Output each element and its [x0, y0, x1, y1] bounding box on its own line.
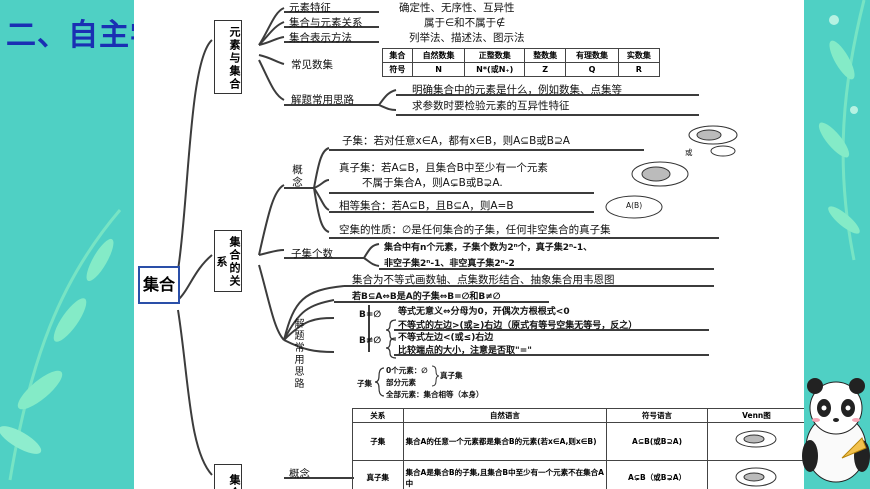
numset-symbol-cell: 符号 — [382, 62, 413, 77]
numset-symbol-cell: R — [617, 62, 661, 77]
numset-header-cell: 整数集 — [524, 48, 567, 63]
number-sets-head: 常见数集 — [291, 59, 333, 71]
subset-cases-brace — [431, 365, 440, 387]
solving-head: 解题常用思路 — [291, 94, 354, 106]
method-line-3a: 等式无意义⇔分母为0，开偶次方根根式<0 — [398, 307, 570, 317]
venn-equal-diagram — [605, 195, 663, 219]
solving-extra: 求参数时要检验元素的互异性特征 — [412, 100, 570, 112]
section-operations-concept: 概念 — [289, 468, 310, 480]
venn-or-label: 或 — [685, 148, 693, 157]
numset-header-cell: 正整数集 — [464, 48, 526, 63]
numset-header-cell: 实数集 — [617, 48, 661, 63]
numset-header-cell: 有理数集 — [565, 48, 619, 63]
venn-equal-label: A(B) — [626, 201, 643, 210]
reltable-header-cell: Venn图 — [706, 408, 804, 423]
root-label: 集合 — [142, 275, 175, 294]
numset-symbol-cell: N*(或N₊) — [464, 62, 526, 77]
reltable-venn-subset — [735, 430, 777, 447]
reltable-rel-cell: 子集 — [352, 422, 404, 461]
leaf-decoration-left — [0, 209, 122, 481]
numset-header-cell: 自然数集 — [411, 48, 466, 63]
representation-body: 列举法、描述法、图示法 — [409, 32, 525, 44]
relation-body: 属于∈和不属于∉ — [424, 17, 506, 29]
reltable-rel-cell: 真子集 — [352, 460, 404, 489]
reltable-nat-cell: 集合A的任意一个元素都是集合B的元素(若x∈A,则x∈B) — [402, 422, 608, 461]
method-line-4b: 比较端点的大小，注意是否取"=" — [398, 346, 532, 356]
section-relations-node: 集合的关系 — [214, 230, 242, 292]
reltable-venn-cell — [706, 460, 804, 489]
method-line-3b: 不等式的左边>(或≥)右边（原式有等号空集无等号，反之） — [398, 321, 638, 331]
equal-set-def: 相等集合：若A⊆B，且B⊆A，则A=B — [339, 200, 514, 212]
mindmap-document: 集合 元素与集合 元素特征 确定性、无序性、互异性 集合与元素关系 属于∈和不属… — [134, 0, 804, 489]
reltable-venn-cell — [706, 422, 804, 461]
method-empty-label: B=∅ — [359, 310, 382, 320]
venn-proper-diagram — [631, 161, 689, 187]
leaf-decoration-right — [818, 0, 866, 261]
reltable-header-cell: 符号语言 — [606, 408, 708, 423]
section-relations-label: 集合的关系 — [215, 236, 241, 288]
solving-body: 明确集合中的元素是什么，例如数集、点集等 — [412, 84, 622, 96]
element-feature-head: 元素特征 — [289, 2, 331, 14]
empty-set-def: 空集的性质：∅是任何集合的子集，任何非空集合的真子集 — [339, 224, 611, 236]
method-head: 解题常用思路 — [292, 318, 303, 390]
number-sets-table: 集合 自然数集 正整数集 整数集 有理数集 实数集 符号 N N*(或N₊) Z… — [382, 48, 661, 77]
element-feature-body: 确定性、无序性、互异性 — [399, 2, 515, 14]
proper-subset-def-1: 真子集：若A⊆B，且集合B中至少有一个元素 — [339, 162, 548, 174]
reltable-sym-cell: A⊆B(或B⊇A) — [606, 422, 708, 461]
subset-count-2: 非空子集2ⁿ-1、非空真子集2ⁿ-2 — [384, 259, 515, 269]
subset-count-head: 子集个数 — [291, 248, 333, 260]
subset-cases-head: 子集 — [357, 379, 372, 388]
relation-head: 集合与元素关系 — [289, 17, 363, 29]
root-node: 集合 — [138, 266, 180, 304]
subset-count-1: 集合中有n个元素，子集个数为2ⁿ个，真子集2ⁿ-1、 — [384, 243, 593, 253]
numset-symbol-cell: N — [411, 62, 466, 77]
numset-header-cell: 集合 — [382, 48, 413, 63]
venn-subset-diagram — [688, 125, 738, 157]
subset-proper-brace-label: 真子集 — [440, 371, 463, 380]
method-line-2: 若B⊆A⇔B是A的子集⇔B=∅和B≠∅ — [352, 292, 501, 302]
subset-case-1: 0个元素：∅ — [386, 366, 428, 375]
mindmap-branches — [177, 7, 719, 479]
reltable-header-cell: 自然语言 — [402, 408, 608, 423]
subset-case-2: 部分元素 — [386, 378, 416, 387]
method-line-1: 集合为不等式画数轴、点集数形结合、抽象集合用韦恩图 — [352, 274, 615, 286]
concept-label: 概念 — [291, 164, 303, 189]
relation-table: 关系 自然语言 符号语言 Venn图 子集 集合A的任意一个元素都是集合B的元素… — [352, 408, 804, 489]
reltable-venn-proper — [735, 467, 777, 486]
proper-subset-def-2: 不属于集合A，则A⊊B或B⊋A. — [362, 177, 503, 189]
reltable-nat-cell: 集合A是集合B的子集,且集合B中至少有一个元素不在集合A中 — [402, 460, 608, 489]
reltable-sym-cell: A⊊B（或B⊋A） — [606, 460, 708, 489]
section-elements-label: 元素与集合 — [228, 25, 241, 91]
method-line-4a: 不等式左边<(或≤)右边 — [398, 333, 494, 343]
panda-illustration — [802, 378, 870, 483]
section-operations-node: 集合 — [214, 464, 242, 489]
method-nonempty-label: B≠∅ — [359, 336, 382, 346]
numset-symbol-cell: Z — [524, 62, 567, 77]
representation-head: 集合表示方法 — [289, 32, 352, 44]
section-operations-label: 集合 — [228, 474, 241, 489]
subset-def: 子集：若对任意x∈A，都有x∈B，则A⊆B或B⊇A — [342, 135, 570, 147]
reltable-header-cell: 关系 — [352, 408, 404, 423]
section-elements-node: 元素与集合 — [214, 20, 242, 94]
subset-case-3: 全部元素：集合相等（本身） — [386, 390, 484, 399]
numset-symbol-cell: Q — [565, 62, 619, 77]
